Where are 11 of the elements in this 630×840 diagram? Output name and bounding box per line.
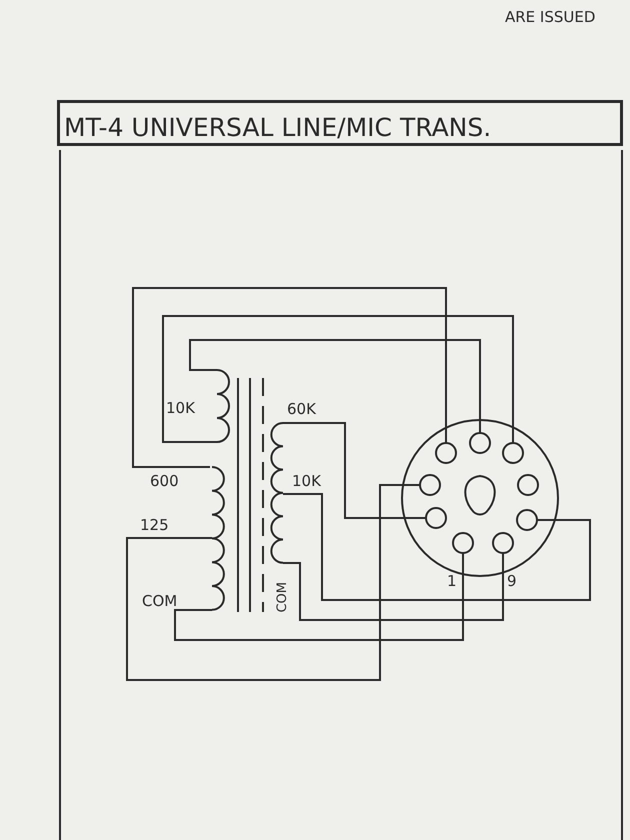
winding-label: 10K xyxy=(166,401,195,416)
tap-label: COM xyxy=(276,582,289,613)
winding-label: 60K xyxy=(287,402,316,417)
tap-label: 10K xyxy=(292,474,321,489)
pin-number: 1 xyxy=(447,574,457,589)
pin-number: 9 xyxy=(507,574,517,589)
title-bar: MT-4 UNIVERSAL LINE/MIC TRANS. xyxy=(57,100,623,146)
tap-label: 125 xyxy=(140,518,169,533)
tap-label: COM xyxy=(142,594,178,609)
header-note: ARE ISSUED xyxy=(505,10,596,25)
tap-label: 600 xyxy=(150,474,179,489)
